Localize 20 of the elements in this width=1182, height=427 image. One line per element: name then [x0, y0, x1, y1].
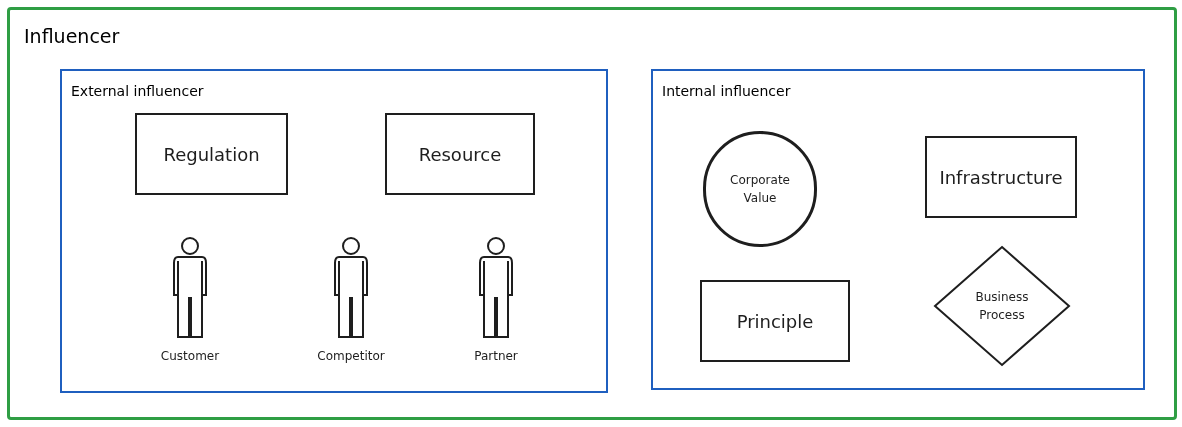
- outer-frame: [7, 7, 1177, 420]
- box-label: Regulation: [163, 142, 260, 167]
- process-box: [700, 280, 850, 362]
- process-box: [135, 113, 288, 195]
- diamond-label: Business Process: [974, 289, 1030, 324]
- box-label: Principle: [736, 309, 814, 334]
- circle-label: Corporate Value: [730, 172, 790, 207]
- person-label: Partner: [474, 348, 518, 365]
- process-box: [385, 113, 535, 195]
- person-label: Customer: [160, 348, 220, 365]
- person-label: Competitor: [317, 348, 385, 365]
- process-box: [925, 136, 1077, 218]
- group-frame: [651, 69, 1145, 390]
- box-label: Infrastructure: [939, 165, 1063, 190]
- box-label: Resource: [418, 142, 502, 167]
- decision-diamond: [933, 245, 1071, 367]
- group-heading: Influencer: [24, 24, 120, 49]
- group-heading: External influencer: [71, 82, 204, 101]
- group-frame: [60, 69, 608, 393]
- group-heading: Internal influencer: [662, 82, 791, 101]
